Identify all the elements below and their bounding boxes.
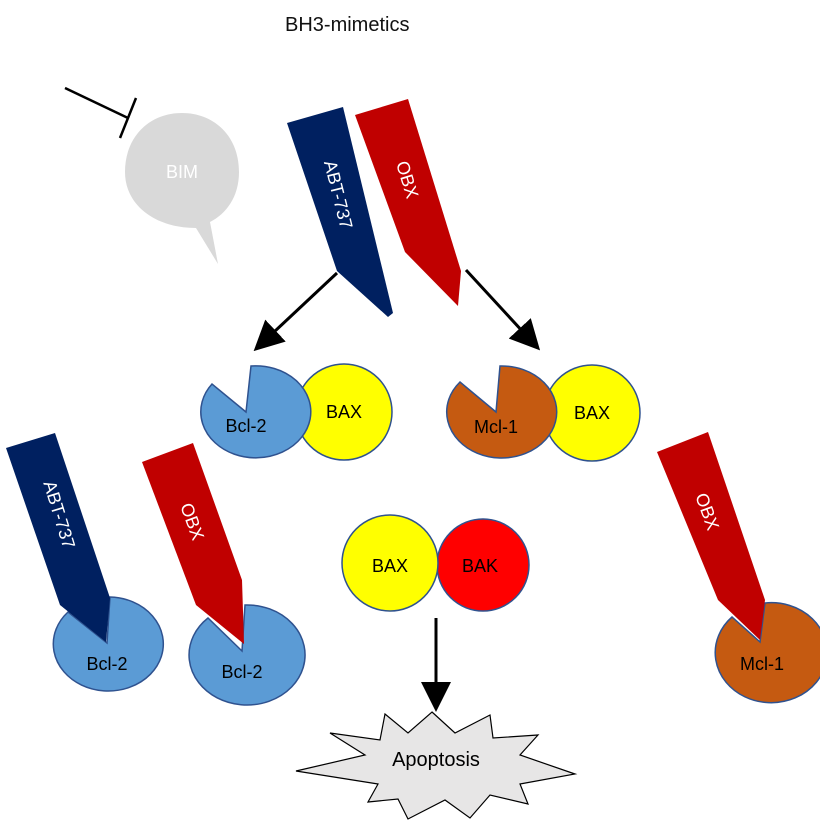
apoptosis-label: Apoptosis — [392, 749, 480, 771]
bax-node — [341, 514, 439, 612]
mcl1-label: Mcl-1 — [740, 654, 784, 674]
bax-label: BAX — [326, 402, 362, 422]
bcl2-node — [188, 604, 306, 706]
abt737-drug-bottom — [6, 433, 110, 642]
inhibition-line — [64, 86, 138, 139]
bcl2-label: Bcl-2 — [225, 416, 266, 436]
bax-label: BAX — [574, 403, 610, 423]
bax-bak-pair: BAK BAX — [341, 514, 530, 612]
arrow-to-mcl1-bax — [464, 268, 541, 351]
bcl2-abt737-bound: Bcl-2 ABT-737 — [6, 433, 165, 692]
mcl1-node — [714, 601, 820, 704]
mcl1-label: Mcl-1 — [474, 417, 518, 437]
mcl1-bax-complex: BAX Mcl-1 — [446, 364, 641, 462]
abt737-drug-top: ABT-737 — [287, 107, 393, 317]
obx-drug-bottom-left — [142, 443, 244, 644]
bak-label: BAK — [462, 556, 498, 576]
bcl2-label: Bcl-2 — [86, 654, 127, 674]
diagram-title: BH3-mimetics — [285, 14, 410, 36]
obx-drug-top: OBX — [355, 99, 461, 306]
arrow-to-bcl2-bax — [253, 271, 339, 352]
mcl1-obx-bound: Mcl-1 OBX — [657, 432, 820, 704]
apoptosis-burst: Apoptosis — [295, 711, 578, 820]
mcl1-node — [446, 365, 558, 459]
bax-label: BAX — [372, 556, 408, 576]
obx-drug-bottom-right — [657, 432, 765, 640]
bcl2-obx-bound: Bcl-2 OBX — [142, 443, 306, 706]
bcl2-node — [52, 596, 165, 692]
bim-bubble: BIM — [125, 113, 239, 264]
bcl2-bax-complex: BAX Bcl-2 — [200, 363, 393, 461]
bim-label: BIM — [166, 162, 198, 182]
bcl2-label: Bcl-2 — [221, 662, 262, 682]
bcl2-node — [200, 365, 312, 459]
